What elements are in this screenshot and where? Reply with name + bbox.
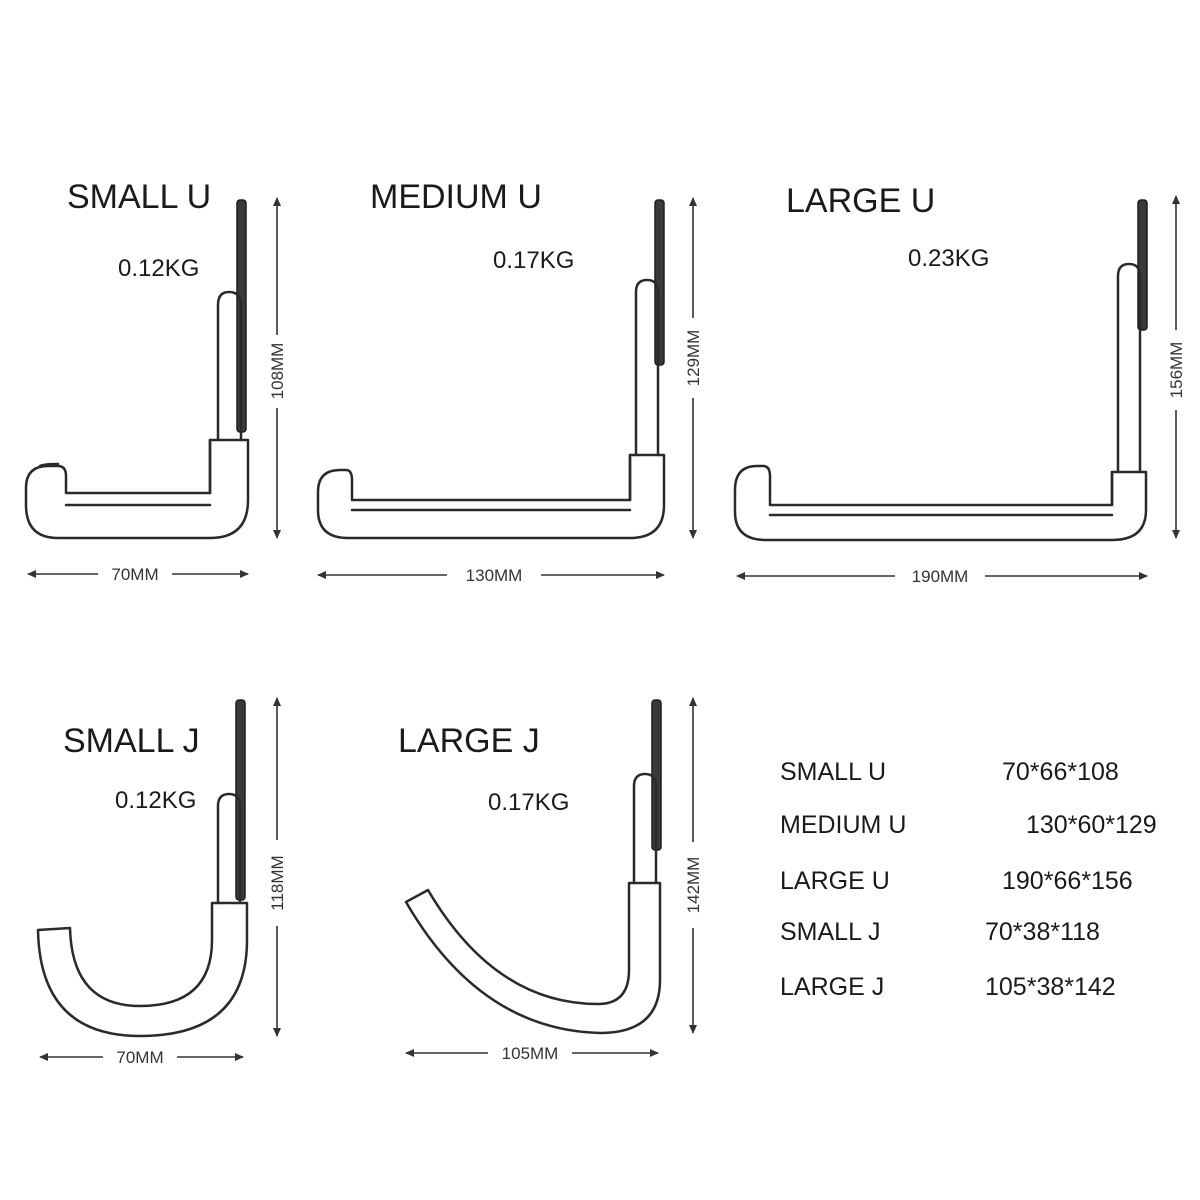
spec-row: SMALL J 70*38*118 [780,918,1100,946]
small-j-hook-panel: SMALL J 0.12KG 70MM 118MM [36,697,287,1067]
large-j-body [404,881,662,1035]
spec-row: SMALL U 70*66*108 [780,758,1119,786]
spec-size: 105*38*142 [985,973,1116,1001]
spec-name: LARGE J [780,973,884,1001]
large-j-vertical-arm [632,772,658,885]
small-u-height-label: 108MM [268,343,287,400]
large-u-width-label: 190MM [912,567,969,586]
spec-size: 130*60*129 [1026,811,1157,839]
small-u-tip-edge [38,462,60,468]
large-u-title: LARGE U [786,182,935,220]
small-j-height-label: 118MM [268,855,287,910]
small-u-title: SMALL U [67,178,211,216]
spec-name: MEDIUM U [780,811,906,839]
small-j-title: SMALL J [63,722,200,760]
large-u-hook-panel: LARGE U 0.23KG 190MM 156MM [733,182,1186,586]
medium-u-title: MEDIUM U [370,178,542,216]
spec-size: 70*66*108 [1002,758,1119,786]
large-j-width-label: 105MM [502,1044,559,1063]
medium-u-body [316,453,666,540]
spec-size: 70*38*118 [985,918,1100,946]
small-u-weight: 0.12KG [118,255,199,282]
small-u-width-label: 70MM [111,565,158,584]
medium-u-hook-panel: MEDIUM U 0.17KG 130MM 129MM [316,178,703,585]
spec-row: MEDIUM U 130*60*129 [780,811,1157,839]
large-j-title: LARGE J [398,722,540,760]
small-u-body [24,438,250,540]
small-j-width-label: 70MM [116,1048,163,1067]
medium-u-vertical-arm [634,278,660,457]
spec-name: SMALL U [780,758,886,786]
small-u-vertical-arm [216,290,243,442]
spec-row: LARGE J 105*38*142 [780,973,1116,1001]
large-j-weight: 0.17KG [488,789,569,816]
medium-u-weight: 0.17KG [493,247,574,274]
spec-size: 190*66*156 [1002,867,1133,895]
spec-row: LARGE U 190*66*156 [780,867,1133,895]
small-u-hook-panel: SMALL U 0.12KG 70MM 108MM [24,178,287,584]
large-j-height-label: 142MM [684,857,703,914]
small-j-vertical-arm [216,792,242,905]
small-j-body [36,901,249,1038]
large-u-height-label: 156MM [1167,342,1186,399]
medium-u-height-label: 129MM [684,330,703,387]
large-u-body [733,464,1148,542]
spec-name: SMALL J [780,918,881,946]
small-j-weight: 0.12KG [115,787,196,814]
medium-u-width-label: 130MM [466,566,523,585]
large-j-hook-panel: LARGE J 0.17KG 105MM 142MM [398,697,703,1063]
large-u-vertical-arm [1116,262,1142,474]
large-u-weight: 0.23KG [908,245,989,272]
spec-name: LARGE U [780,867,890,895]
spec-table: SMALL U 70*66*108 MEDIUM U 130*60*129 LA… [780,758,1157,1001]
